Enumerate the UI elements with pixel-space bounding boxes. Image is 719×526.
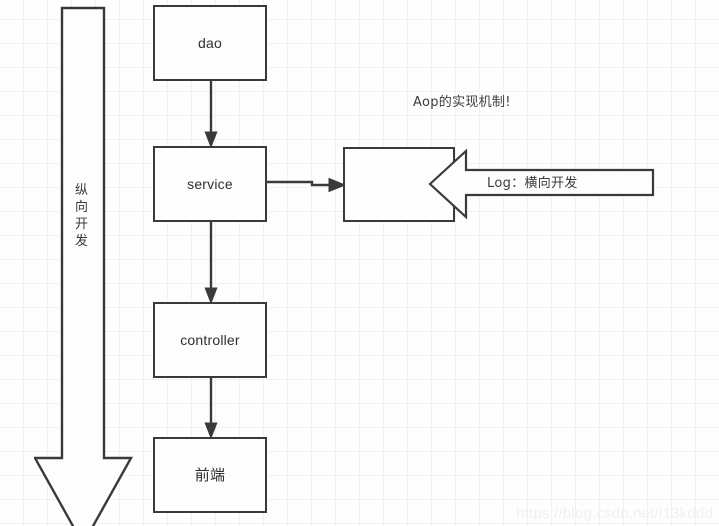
node-service[interactable]: service — [153, 146, 267, 222]
node-controller-label: controller — [180, 332, 240, 348]
edge-service-to-aspect-target — [265, 172, 347, 196]
log-arrow-label: Log：横向开发 — [487, 176, 578, 191]
edge-dao-to-service — [204, 80, 218, 148]
vertical-arrow-label-char-3: 发 — [74, 234, 89, 250]
node-frontend-label: 前端 — [194, 465, 226, 484]
node-controller[interactable]: controller — [153, 302, 267, 378]
edge-service-to-controller — [204, 221, 218, 304]
vertical-arrow-label: 纵 向 开 发 — [64, 182, 100, 251]
log-arrow-shape — [428, 148, 655, 220]
aop-mechanism-note: Aop的实现机制! — [413, 95, 511, 110]
log-horizontal-development-arrow — [424, 146, 658, 222]
vertical-arrow-label-char-0: 纵 — [74, 183, 89, 198]
vertical-arrow-label-char-2: 开 — [74, 217, 89, 233]
vertical-arrow-label-char-1: 向 — [74, 200, 89, 216]
watermark-url: https://blog.csdn.net/l13kddd — [516, 505, 713, 522]
vertical-arrow-shape — [34, 6, 134, 526]
edge-controller-to-frontend — [204, 377, 218, 439]
node-frontend[interactable]: 前端 — [153, 437, 267, 513]
node-service-label: service — [187, 176, 233, 192]
node-dao[interactable]: dao — [153, 5, 267, 81]
node-dao-label: dao — [198, 35, 222, 51]
vertical-development-arrow — [34, 6, 134, 526]
